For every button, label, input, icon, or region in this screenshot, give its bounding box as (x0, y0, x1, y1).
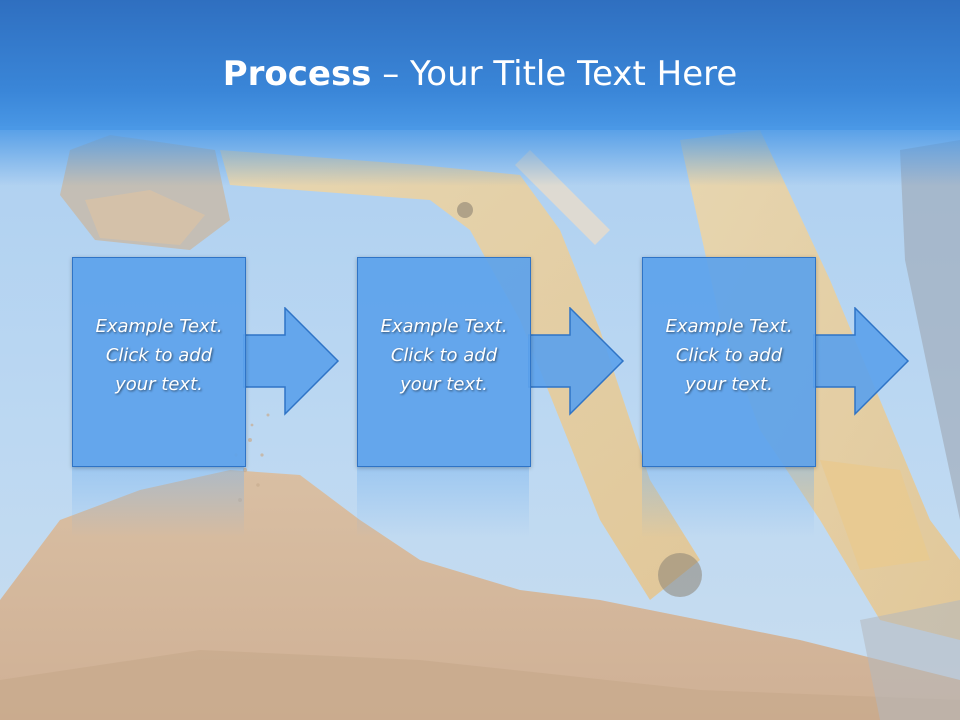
step-3-arrow-icon[interactable] (813, 307, 911, 417)
step-1-text[interactable]: Example Text. Click to add your text. (95, 316, 223, 395)
step-2-reflection (357, 467, 529, 537)
step-1-arrow-icon[interactable] (243, 307, 341, 417)
step-2-text[interactable]: Example Text. Click to add your text. (380, 316, 508, 395)
step-3-text[interactable]: Example Text. Click to add your text. (665, 316, 793, 395)
slide-title[interactable]: Process – Your Title Text Here (0, 52, 960, 96)
step-2-box[interactable]: Example Text. Click to add your text. (357, 257, 531, 467)
title-bar (0, 0, 960, 130)
step-1-reflection (72, 467, 244, 537)
title-bold-part: Process (222, 54, 372, 94)
title-bar-fade (0, 126, 960, 186)
step-3-reflection (642, 467, 814, 537)
step-1-box[interactable]: Example Text. Click to add your text. (72, 257, 246, 467)
title-rest-part: – Your Title Text Here (371, 54, 738, 94)
step-2-arrow-icon[interactable] (528, 307, 626, 417)
step-3-box[interactable]: Example Text. Click to add your text. (642, 257, 816, 467)
